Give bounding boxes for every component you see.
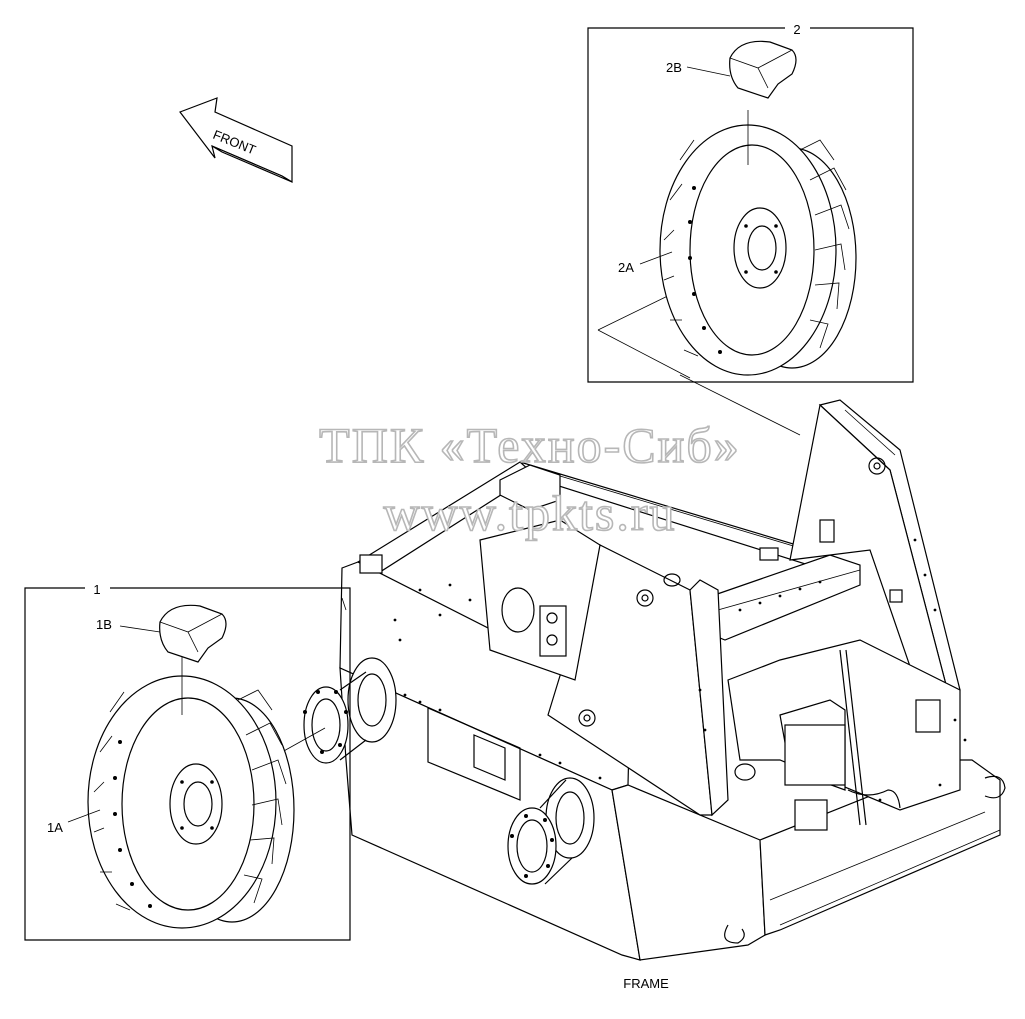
diagram-caption: FRAME bbox=[623, 976, 669, 991]
tread-pad-1b bbox=[159, 604, 227, 663]
rear-axle-hub bbox=[303, 657, 397, 764]
callout-2b: 2B bbox=[666, 60, 682, 75]
detail-1-number: 1 bbox=[93, 582, 100, 597]
tire-1a bbox=[87, 650, 295, 929]
callout-1a: 1A bbox=[47, 820, 63, 835]
front-direction-arrow: FRONT bbox=[179, 97, 293, 184]
tire-2a bbox=[659, 110, 857, 376]
watermark-line-2: www.tpkts.ru bbox=[384, 485, 677, 541]
detail-group-1: 1 1B 1A bbox=[24, 582, 351, 941]
front-axle-hub bbox=[507, 777, 595, 885]
detail-group-2: 2 2B 2A bbox=[587, 22, 914, 436]
watermark-line-1: ТПК «Техно-Сиб» bbox=[319, 417, 741, 473]
watermark: ТПК «Техно-Сиб» www.tpkts.ru bbox=[318, 416, 741, 542]
frame-rivets bbox=[393, 538, 967, 802]
machine-frame bbox=[303, 399, 1006, 961]
callout-1b: 1B bbox=[96, 617, 112, 632]
detail-2-number: 2 bbox=[793, 22, 800, 37]
callout-2a: 2A bbox=[618, 260, 634, 275]
tread-pad-2b bbox=[729, 40, 797, 99]
